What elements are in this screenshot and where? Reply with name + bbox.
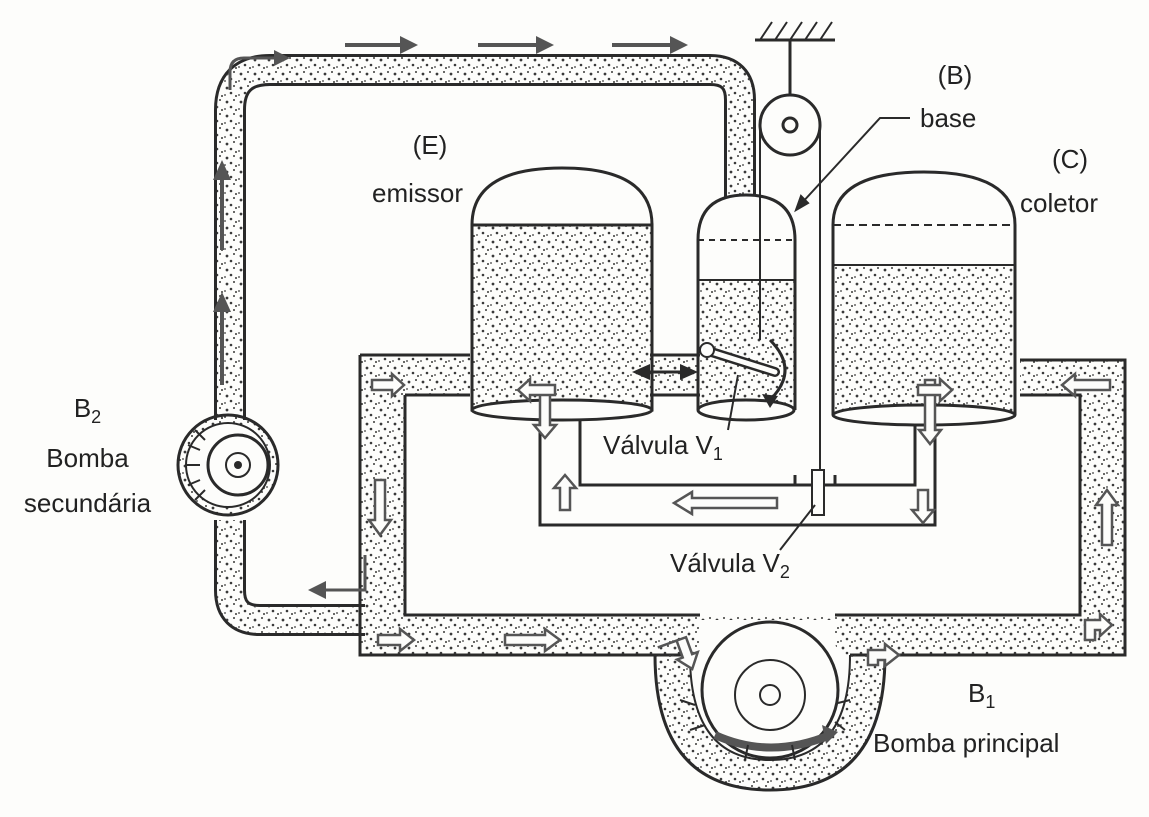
pump1-code-label: B1 bbox=[968, 680, 995, 711]
valve1-subscript: 1 bbox=[712, 444, 723, 464]
arrow-up-icon bbox=[213, 160, 231, 250]
leader-lines bbox=[727, 117, 910, 551]
pump-b2-icon bbox=[176, 413, 280, 517]
collector-letter-label: (C) bbox=[1051, 144, 1089, 174]
arrow-right-icon bbox=[478, 36, 554, 54]
pulley-icon bbox=[755, 21, 835, 500]
valve2-label: Válvula V2 bbox=[670, 550, 790, 581]
base-name-label: base bbox=[920, 103, 977, 133]
pump2-name-line2: secundária bbox=[23, 488, 152, 518]
pump1-name-label: Bomba principal bbox=[873, 728, 1060, 758]
secondary-pipe bbox=[214, 54, 756, 636]
valve-v2 bbox=[793, 469, 837, 516]
valve1-text: Válvula V bbox=[603, 430, 713, 460]
pump2-name-line1: Bomba bbox=[46, 443, 129, 473]
valve2-subscript: 2 bbox=[779, 562, 790, 582]
arrow-up-icon bbox=[213, 292, 231, 385]
emitter-tank bbox=[470, 166, 654, 422]
pump-b1-icon bbox=[653, 620, 887, 792]
valve1-label: Válvula V1 bbox=[603, 432, 723, 463]
valve2-text: Válvula V bbox=[670, 548, 780, 578]
emitter-letter-label: (E) bbox=[412, 130, 448, 160]
valve-v1 bbox=[699, 338, 787, 408]
collector-name-label: coletor bbox=[1020, 188, 1099, 218]
pump2-code-label: B2 bbox=[0, 395, 175, 426]
pump2-code: B bbox=[73, 393, 92, 423]
arrow-right-icon bbox=[345, 36, 418, 54]
arrow-left-icon bbox=[632, 364, 698, 380]
base-letter-label: (B) bbox=[937, 60, 973, 90]
flow-arrows-secondary bbox=[213, 36, 698, 599]
hollow-arrow-icon bbox=[366, 371, 1121, 671]
arrow-right-icon bbox=[612, 36, 688, 54]
pump2-subscript: 2 bbox=[91, 407, 102, 427]
pump1-subscript: 1 bbox=[985, 692, 996, 712]
emitter-name-label: emissor bbox=[372, 178, 464, 208]
pump1-code: B bbox=[968, 678, 986, 708]
